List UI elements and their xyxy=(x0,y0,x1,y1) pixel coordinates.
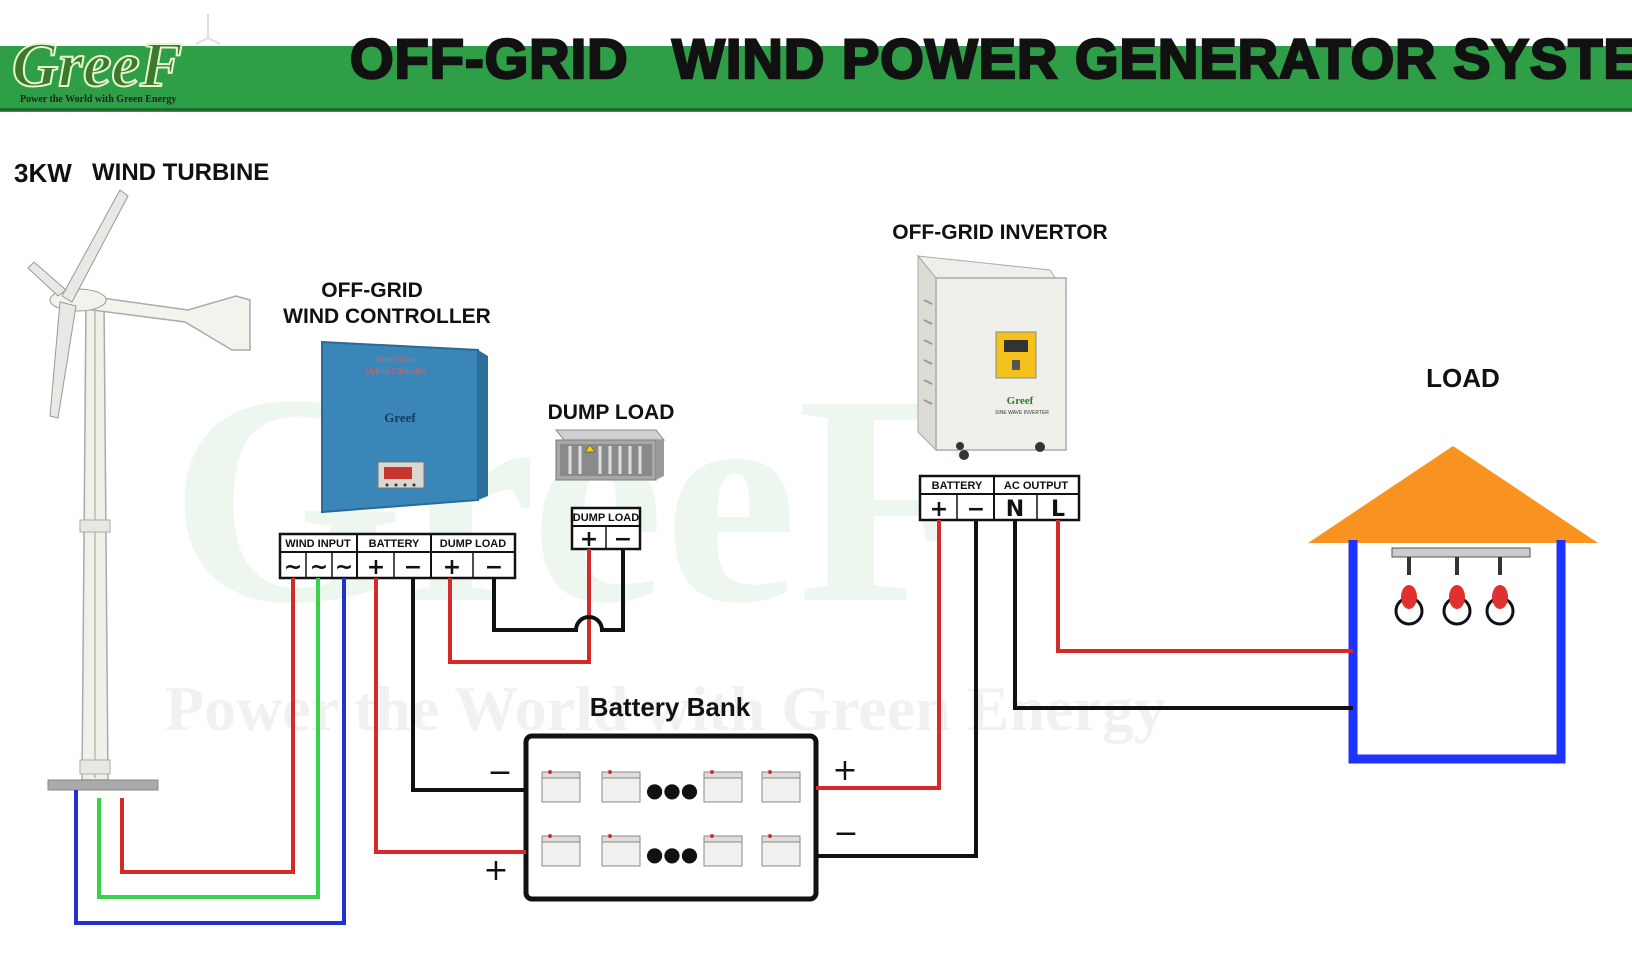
battery-icon xyxy=(703,770,743,803)
wire-turbine-phase2 xyxy=(97,578,320,899)
header-band: OFF-GRID WIND POWER GENERATOR SYSTEM xyxy=(0,26,1632,112)
load-label: LOAD xyxy=(1426,363,1500,393)
battery-bank-box xyxy=(523,733,819,902)
light-bulb-icon xyxy=(1442,557,1472,626)
watermark: GreeF Power the World with Green Energy xyxy=(165,333,1166,744)
dump-load-terminal-block: DUMP LOAD + − xyxy=(570,506,642,552)
battery-icon xyxy=(541,770,581,803)
dump-terminal-label: DUMP LOAD xyxy=(573,512,639,524)
warning-icon xyxy=(584,444,596,453)
battery-row-top: ●●● xyxy=(541,770,801,803)
controller-screen xyxy=(384,467,412,479)
battery-left-plus: + xyxy=(483,853,508,888)
light-bulb-icon xyxy=(1485,557,1515,626)
title-off-grid: OFF-GRID xyxy=(350,27,629,90)
battery-row-bottom: ●●● xyxy=(541,834,801,867)
turbine-label: WIND TURBINE xyxy=(92,159,269,186)
battery-ellipsis-top: ●●● xyxy=(646,778,698,802)
turbine-blade-up xyxy=(61,189,129,303)
terminal-dump-load-label: DUMP LOAD xyxy=(440,538,506,550)
terminal-sym-dump-minus: − xyxy=(485,555,503,580)
battery-right-plus: + xyxy=(832,753,857,788)
inverter-model: SINE WAVE INVERTER xyxy=(995,410,1049,416)
terminal-sym-ac1: ~ xyxy=(284,555,302,580)
wire-turbine-phase1 xyxy=(120,578,295,874)
turbine-blade-down xyxy=(49,301,77,419)
controller-line2: Hybrid Controller xyxy=(366,367,426,376)
battery-right-minus: − xyxy=(833,816,858,851)
inverter-label: OFF-GRID INVERTOR xyxy=(892,221,1107,244)
inverter-sym-plus: + xyxy=(930,497,948,522)
wind-turbine xyxy=(27,189,251,791)
controller-label-line1: OFF-GRID xyxy=(321,279,422,302)
inverter-sym-n: N xyxy=(1006,497,1024,522)
terminal-wind-input-label: WIND INPUT xyxy=(285,538,351,550)
logo-text: GreeF xyxy=(12,29,183,100)
inverter-device: Greef SINE WAVE INVERTER xyxy=(916,254,1068,460)
wire-dump-plus xyxy=(448,549,591,664)
dump-load-device xyxy=(554,429,666,481)
turbine-blade-left xyxy=(27,261,67,297)
watermark-logo: GreeF xyxy=(170,333,981,665)
terminal-sym-ac3: ~ xyxy=(335,555,353,580)
wire-turbine-phase3 xyxy=(74,578,346,925)
light-fixture xyxy=(1391,547,1531,558)
battery-icon xyxy=(601,770,641,803)
inverter-screen xyxy=(1004,340,1028,352)
watermark-tagline: Power the World with Green Energy xyxy=(165,673,1166,744)
dump-load-label: DUMP LOAD xyxy=(548,401,675,424)
wire-inverter-battery-minus xyxy=(816,520,978,858)
inverter-sym-minus: − xyxy=(967,497,985,522)
green-band xyxy=(0,46,1632,112)
inverter-sym-l: L xyxy=(1051,497,1065,522)
controller-brand: Greef xyxy=(384,410,416,425)
battery-ellipsis-bottom: ●●● xyxy=(646,842,698,866)
terminal-battery-label: BATTERY xyxy=(369,538,420,550)
wire-dump-minus xyxy=(492,549,625,632)
title-main: WIND POWER GENERATOR SYSTEM xyxy=(672,27,1632,90)
battery-icon xyxy=(601,834,641,867)
turbine-power-label: 3KW xyxy=(14,158,72,188)
terminal-sym-bat-minus: − xyxy=(404,555,422,580)
turbine-base xyxy=(47,779,159,791)
controller-line1: Wind-solar xyxy=(377,355,416,364)
inverter-ac-output-label: AC OUTPUT xyxy=(1004,480,1068,492)
battery-icon xyxy=(541,834,581,867)
controller-label-line2: WIND CONTROLLER xyxy=(283,305,491,328)
wire-inverter-battery-plus xyxy=(816,520,941,790)
wire-controller-battery-minus xyxy=(411,578,526,792)
wiring xyxy=(74,520,1353,925)
battery-left-minus: − xyxy=(487,755,512,790)
turbine-tail xyxy=(86,295,251,351)
terminal-sym-bat-plus: + xyxy=(367,555,385,580)
logo: GreeF Power the World with Green Energy xyxy=(11,14,221,105)
terminal-sym-ac2: ~ xyxy=(310,555,328,580)
house-roof xyxy=(1308,446,1598,543)
dump-terminal-minus: − xyxy=(614,527,632,552)
dump-terminal-plus: + xyxy=(580,527,598,552)
band-shadow xyxy=(0,108,1632,111)
wire-controller-battery-plus xyxy=(374,578,526,854)
inverter-panel xyxy=(995,331,1037,379)
battery-icon xyxy=(761,834,801,867)
wind-controller-device: Wind-solar Hybrid Controller Greef xyxy=(321,340,488,514)
wire-ac-live xyxy=(1056,520,1353,653)
wire-ac-neutral xyxy=(1013,520,1353,710)
logo-turbine-icon xyxy=(195,14,221,45)
controller-terminal-block: WIND INPUT BATTERY DUMP LOAD ~ ~ ~ + − +… xyxy=(278,532,517,580)
terminal-sym-dump-plus: + xyxy=(443,555,461,580)
tower-joint xyxy=(79,519,111,533)
battery-icon xyxy=(761,770,801,803)
inverter-terminal-block: BATTERY AC OUTPUT + − N L xyxy=(918,474,1081,522)
light-bulb-icon xyxy=(1394,557,1424,626)
battery-bank-label: Battery Bank xyxy=(590,692,751,722)
inverter-battery-label: BATTERY xyxy=(932,480,983,492)
logo-tagline: Power the World with Green Energy xyxy=(20,94,176,105)
load-house xyxy=(1308,446,1598,764)
inverter-brand: Greef xyxy=(1007,395,1034,407)
battery-icon xyxy=(703,834,743,867)
